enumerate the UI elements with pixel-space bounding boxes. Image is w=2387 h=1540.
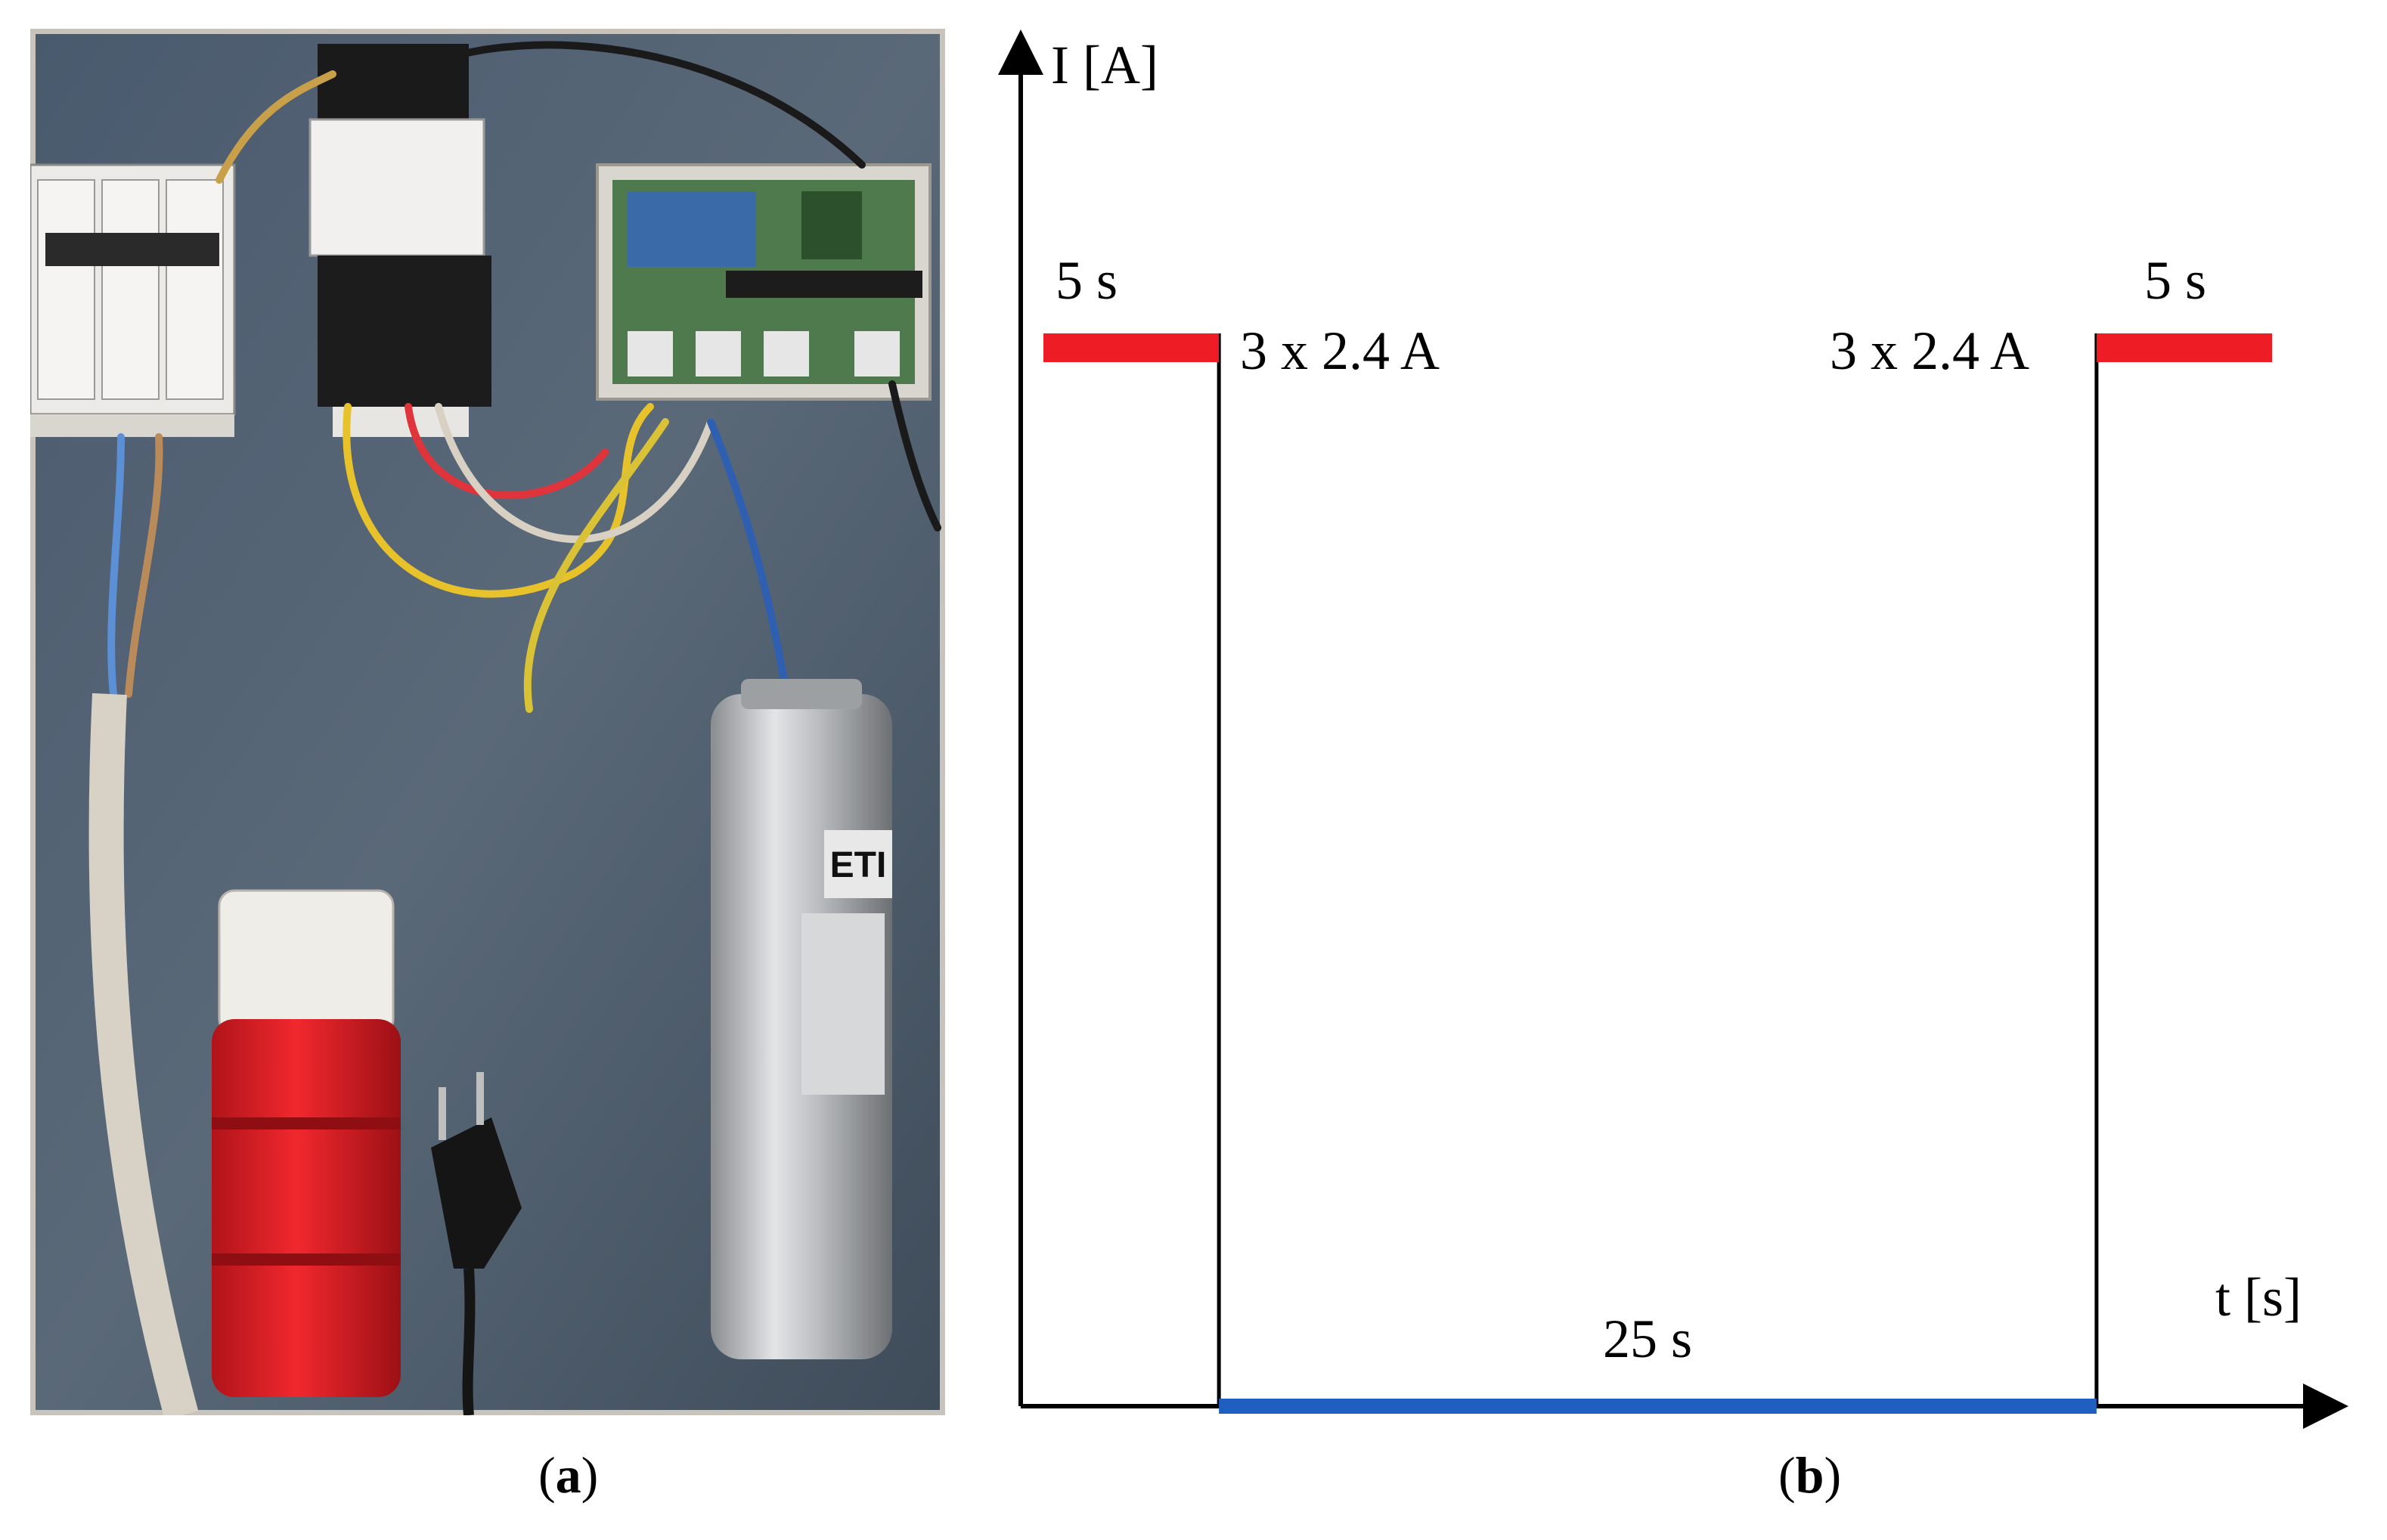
current-timing-diagram: I [A] t [s] 5 s 3 x 2.4 A 3 x 2.4 A 5 s … [983, 15, 2387, 1452]
left-current-label: 3 x 2.4 A [1240, 321, 1440, 381]
capacitor-brand-label: ETI [830, 845, 887, 885]
wiring [107, 41, 941, 713]
control-board [596, 163, 932, 401]
off-duration-label: 25 s [1603, 1309, 1692, 1369]
industrial-plug [212, 889, 401, 1397]
circuit-breaker [30, 163, 236, 437]
timing-chart: I [A] t [s] 5 s 3 x 2.4 A 3 x 2.4 A 5 s … [998, 29, 2348, 1429]
y-axis-label: I [A] [1051, 35, 1158, 95]
mains-plug [431, 1072, 522, 1415]
right-current-label: 3 x 2.4 A [1830, 321, 2029, 381]
right-pulse-duration-label: 5 s [2144, 250, 2206, 311]
test-bench-photo: ETI [30, 29, 945, 1415]
contactor [308, 44, 491, 437]
caption-a: (a) [538, 1446, 599, 1504]
caption-b: (b) [1778, 1446, 1842, 1504]
supply-cable [88, 693, 199, 1415]
left-pulse-duration-label: 5 s [1056, 250, 1118, 311]
test-bench-illustration: ETI [30, 29, 945, 1415]
capacitor: ETI [711, 679, 892, 1359]
x-axis-label: t [s] [2215, 1267, 2302, 1328]
